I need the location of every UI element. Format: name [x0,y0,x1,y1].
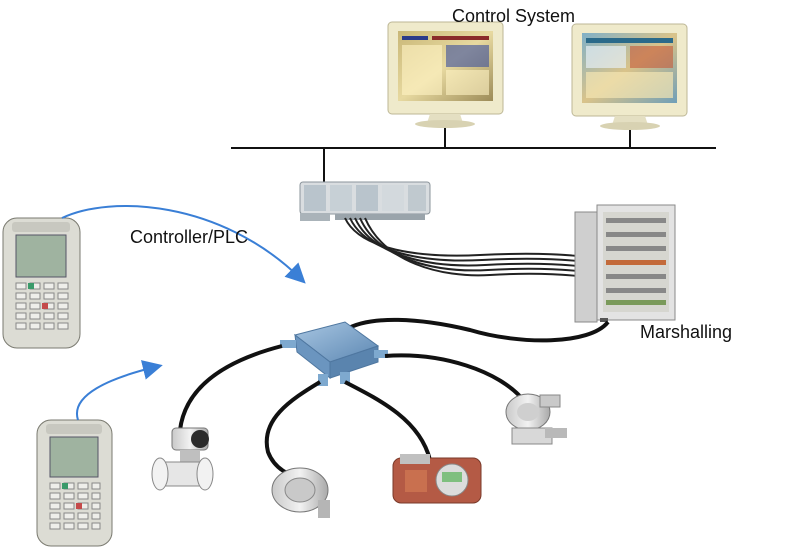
handheld-communicator-icon [36,419,113,547]
plc-cables [344,217,601,279]
monitor-icon [571,23,688,130]
monitor-icon [387,21,504,128]
marshalling-label: Marshalling [640,322,733,342]
control-system-label: Control System [452,6,576,26]
handheld-communicator-icon [2,217,81,349]
arrow-handheld1-to-plc [61,205,306,284]
flowmeter-icon [151,427,214,491]
controller-plc-label: Controller/PLC [130,227,249,247]
temperature-transmitter-icon [271,467,330,518]
plc-rack-icon [299,181,431,221]
level-transmitter-icon [505,393,567,445]
arrow-handheld2-to-junction [75,360,163,421]
pressure-transmitter-icon [392,454,482,504]
trunk-cable [343,317,610,343]
marshalling-cabinet-icon [574,204,676,323]
junction-box-icon [280,321,388,386]
